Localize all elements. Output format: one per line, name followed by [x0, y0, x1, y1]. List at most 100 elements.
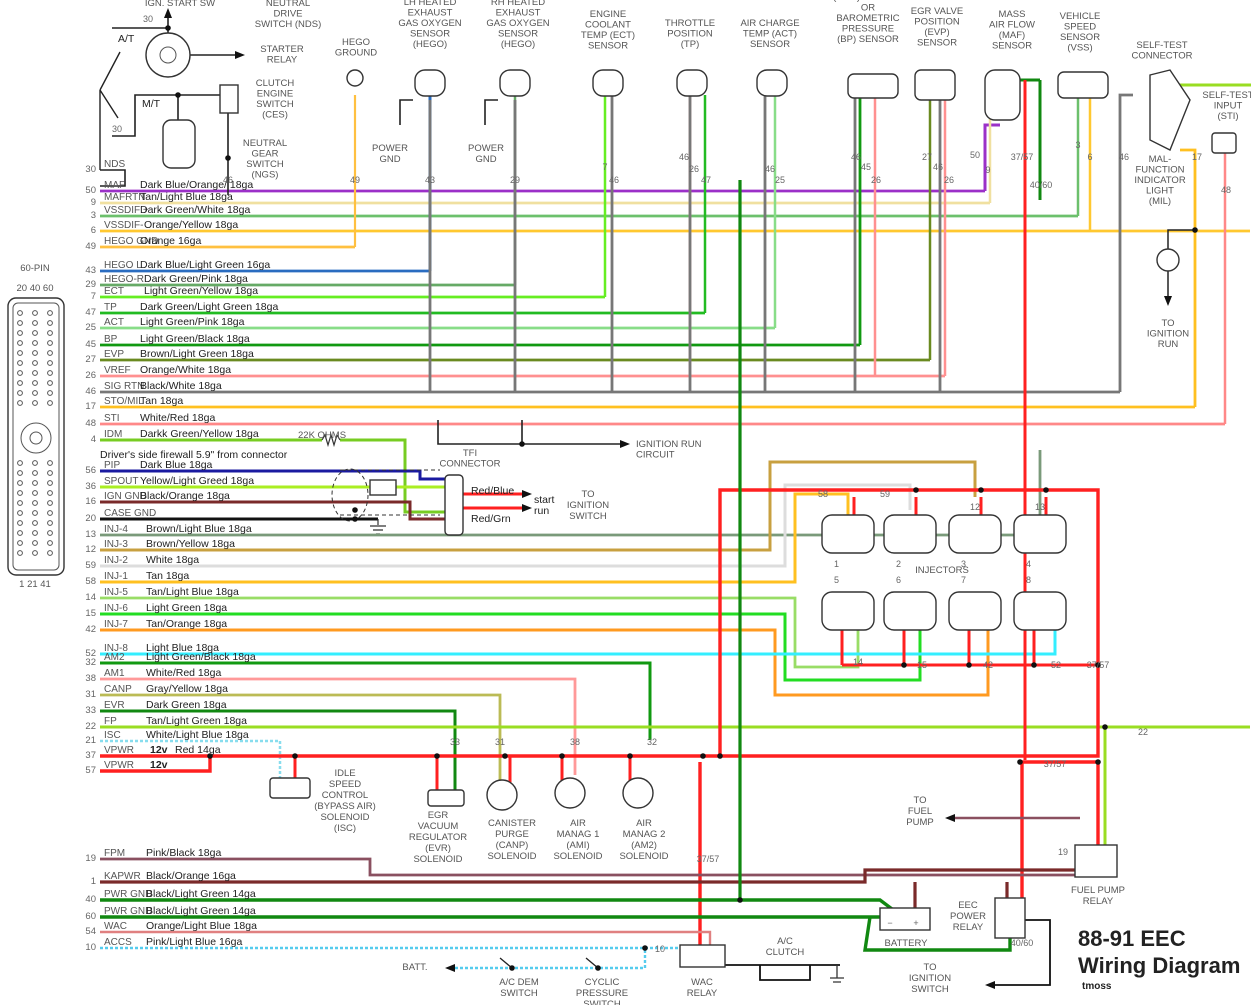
ring-terminal-icon [346, 69, 364, 87]
voltage-label: 12v [150, 759, 168, 771]
fuel-pump-relay-label: FUEL PUMP [1071, 885, 1125, 896]
arrow-left-icon [945, 814, 955, 822]
am2-label: (AM2) [631, 840, 657, 851]
clutch-switch [219, 84, 239, 114]
component-label-starter-relay: STARTER [260, 44, 304, 55]
component-label-nds: DRIVE [273, 9, 302, 20]
ecu-pin [47, 520, 53, 526]
component-label-map-bp: PRESSURE [842, 24, 894, 35]
component-label-map-bp: BAROMETRIC [836, 13, 899, 24]
component-label-ces: SWITCH [256, 99, 294, 110]
sensor-pin-number: 29 [510, 175, 520, 185]
ecu-pin [32, 320, 38, 326]
power-gnd-label: POWER [468, 143, 504, 154]
fuel-pump-relay-label: RELAY [1083, 896, 1114, 907]
ecu-bottom-pins: 1 21 41 [19, 579, 51, 590]
mt-label: M/T [142, 98, 161, 110]
sensor-pin-number: 27 [922, 152, 932, 162]
to-ignition-switch-label: SWITCH [911, 984, 949, 995]
component-label-vss: VEHICLE [1060, 11, 1101, 22]
component-label-ect: SENSOR [588, 41, 628, 52]
junction-dot [1192, 227, 1198, 233]
pin-number: 58 [85, 576, 96, 587]
ecu-top-pins: 20 40 60 [17, 283, 54, 294]
to-ignition-switch-label: TO [923, 962, 936, 973]
solenoid-pin: 32 [647, 737, 657, 747]
ecu-pin [32, 360, 38, 366]
wire-desc: Gray/Yellow 18ga [146, 683, 228, 695]
to-ignition-switch-label: SWITCH [569, 511, 607, 522]
ecu-pin [32, 340, 38, 346]
ecu-pin [32, 460, 38, 466]
pin-number: 60 [85, 911, 96, 922]
maf-sensor [984, 69, 1021, 121]
component-label-sti: (STI) [1217, 111, 1238, 122]
junction-dot [292, 753, 298, 759]
sensor-pin-number: 45 [861, 162, 871, 172]
evr-label: EGR [428, 810, 449, 821]
wire-desc: White/Red 18ga [140, 412, 215, 424]
wire-name: HEGO-R [104, 274, 144, 285]
pin-number: 29 [85, 279, 96, 290]
evr-solenoid [427, 789, 465, 807]
isc-label: IDLE [334, 768, 355, 779]
injector-2 [883, 514, 937, 554]
sensor-pin-number: 6 [1087, 152, 1092, 162]
ecu-bolt-inner [29, 431, 43, 445]
ecu-connector-inner [12, 302, 60, 571]
wire-sig-rtn-up [428, 93, 1133, 392]
wire-desc: Brown/Light Blue 18ga [146, 523, 252, 535]
sensor-pin-number: 46 [1119, 152, 1129, 162]
vpwr-pin-label: 37/57 [1087, 660, 1110, 670]
wire-name: ACCS [104, 937, 132, 948]
wire-name: INJ-5 [104, 587, 128, 598]
arrow-left-icon [445, 964, 455, 972]
wires-layer [99, 12, 1251, 986]
wire-desc: Black/Orange 16ga [146, 870, 236, 882]
wire-name: MAF [104, 180, 125, 191]
junction-dot [519, 441, 525, 447]
component-label-tp: THROTTLE [665, 18, 715, 29]
to-ignition-run-label: TO [1161, 318, 1174, 329]
wire-desc: Light Green/Black 18ga [140, 333, 250, 345]
mil-label: LIGHT [1146, 186, 1174, 197]
injector-number: 8 [1026, 575, 1031, 585]
pin-number: 16 [85, 496, 96, 507]
injector-number: 2 [896, 559, 901, 569]
component-label-maf: AIR FLOW [989, 20, 1035, 31]
wire-name: ECT [104, 286, 124, 297]
wire-eec-ign [990, 919, 1051, 986]
pin-number: 47 [85, 307, 96, 318]
red-grn-label: Red/Grn [471, 513, 511, 525]
voltage-label: 12v [150, 744, 168, 756]
ac-clutch-label: CLUTCH [766, 947, 805, 958]
ecu-pin [17, 540, 23, 546]
wire-name: PWR GND [104, 889, 152, 900]
wire-desc: Black/White 18ga [140, 380, 222, 392]
ecu-pin [17, 510, 23, 516]
wire-name: NDS [104, 159, 125, 170]
wire-fp [100, 725, 1250, 855]
wire-desc: White/Light Blue 18ga [146, 729, 249, 741]
wire-inj-5 [100, 596, 860, 669]
solenoid-pin: 31 [495, 737, 505, 747]
sensor-pin-number: 26 [944, 175, 954, 185]
ecu-pin [17, 370, 23, 376]
injector-6 [883, 591, 937, 631]
injector-number: 5 [834, 575, 839, 585]
canp-label: PURGE [495, 829, 529, 840]
pin-number: 7 [91, 291, 96, 302]
junction-dot [207, 753, 213, 759]
component-label-lh-hego: SENSOR [410, 29, 450, 40]
sensor-pin-number: 48 [1221, 185, 1231, 195]
injector-pin: 12 [970, 502, 980, 512]
arrow-down-icon [1164, 296, 1172, 306]
sti-connector [1211, 132, 1237, 154]
component-label-rh-hego: (HEGO) [501, 39, 535, 50]
ecu-pin [32, 530, 38, 536]
pin-number: 10 [85, 942, 96, 953]
ignition-switch [145, 32, 191, 78]
wire-desc: Pink/Light Blue 16ga [146, 936, 242, 948]
tp-sensor [676, 69, 708, 97]
wire-name: IGN GND [104, 491, 147, 502]
